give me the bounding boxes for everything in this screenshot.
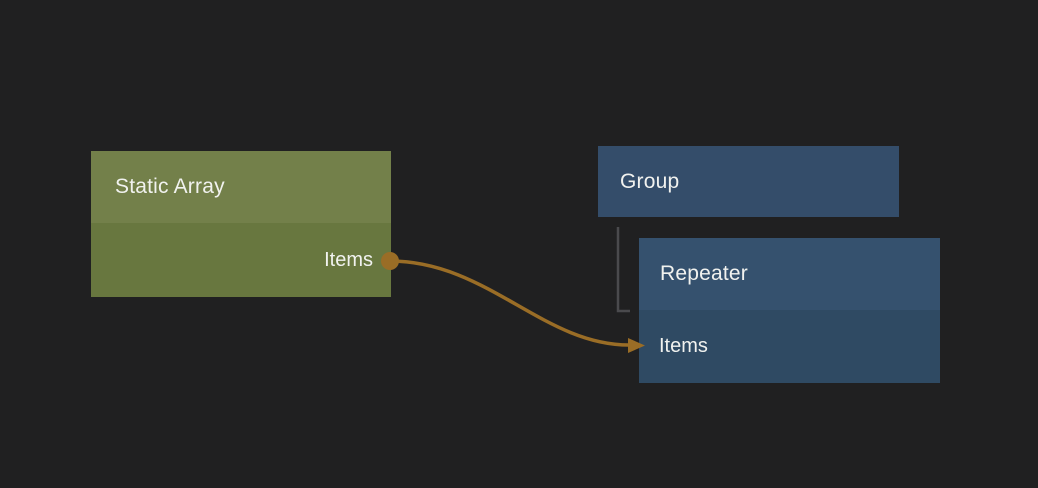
- node-group-header[interactable]: Group: [598, 146, 899, 217]
- node-group[interactable]: Group: [598, 146, 899, 217]
- node-repeater[interactable]: Repeater Items: [639, 238, 940, 383]
- output-port-label-items: Items: [324, 248, 373, 271]
- hierarchy-link-group-repeater: [616, 227, 630, 313]
- connection-wire-path[interactable]: [388, 259, 631, 347]
- connection-wire-items[interactable]: [381, 252, 645, 353]
- node-static-array-header[interactable]: Static Array: [91, 151, 391, 223]
- node-repeater-body: Items: [639, 310, 940, 383]
- node-static-array[interactable]: Static Array Items: [91, 151, 391, 297]
- node-static-array-body: Items: [91, 223, 391, 297]
- input-port-label-items: Items: [659, 335, 708, 357]
- input-port-row-items: Items: [639, 310, 940, 383]
- node-static-array-title: Static Array: [115, 175, 225, 198]
- node-repeater-header[interactable]: Repeater: [639, 238, 940, 310]
- node-repeater-title: Repeater: [660, 262, 748, 285]
- output-port-row-items: Items: [91, 223, 391, 297]
- node-group-title: Group: [620, 169, 680, 193]
